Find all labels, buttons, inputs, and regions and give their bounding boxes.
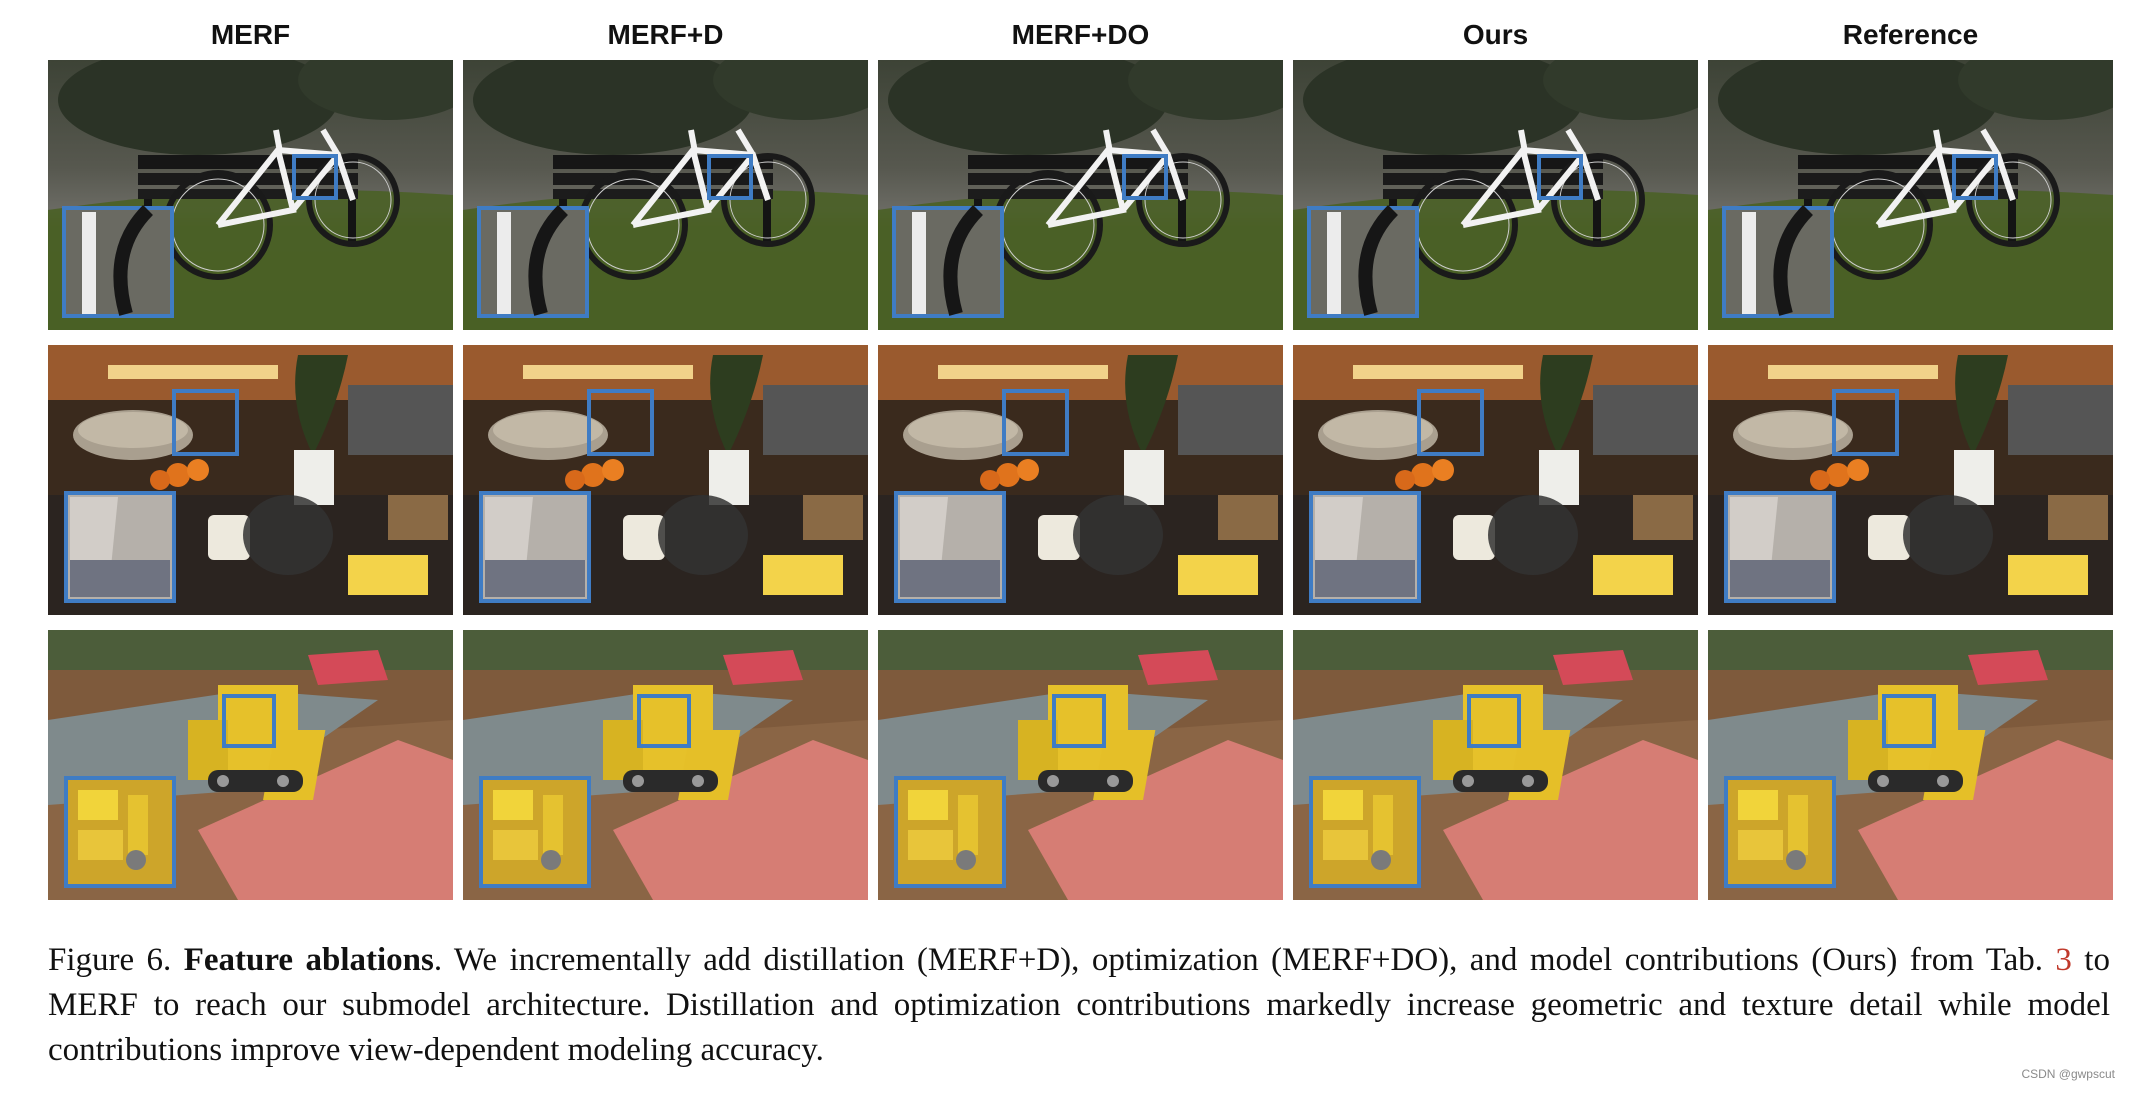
- scene-image-bicycle: [1293, 60, 1698, 330]
- tile-bicycle-merf: [48, 60, 453, 330]
- scene-image-bicycle: [1708, 60, 2113, 330]
- tile-kitchen-merf-do: [878, 345, 1283, 615]
- column-header-ours: Ours: [1462, 19, 1529, 50]
- tile-kitchen-reference: [1708, 345, 2113, 615]
- tile-bicycle-ours: [1293, 60, 1698, 330]
- tile-lego-ours: [1293, 630, 1698, 900]
- scene-image-lego: [878, 630, 1283, 900]
- figure-caption: Figure 6. Feature ablations. We incremen…: [48, 938, 2110, 1073]
- scene-image-lego: [463, 630, 868, 900]
- scene-image-bicycle: [48, 60, 453, 330]
- column-header-merf-d: MERF+D: [607, 19, 724, 50]
- scene-image-lego: [1293, 630, 1698, 900]
- scene-image-kitchen: [878, 345, 1283, 615]
- figure-label: Figure 6.: [48, 942, 172, 978]
- caption-bold-title: Feature ablations: [183, 942, 434, 978]
- scene-image-bicycle: [878, 60, 1283, 330]
- tile-kitchen-merf-d: [463, 345, 868, 615]
- scene-image-kitchen: [1293, 345, 1698, 615]
- watermark: CSDN @gwpscut: [2021, 1067, 2115, 1081]
- caption-text-after-ref: to MERF to reach our submodel architectu…: [48, 942, 2110, 1068]
- tile-lego-merf-do: [878, 630, 1283, 900]
- tile-lego-merf: [48, 630, 453, 900]
- tile-kitchen-merf: [48, 345, 453, 615]
- scene-image-bicycle: [463, 60, 868, 330]
- column-header-merf-do: MERF+DO: [1011, 19, 1150, 50]
- scene-image-kitchen: [463, 345, 868, 615]
- tile-lego-reference: [1708, 630, 2113, 900]
- tile-lego-merf-d: [463, 630, 868, 900]
- caption-text-before-ref: . We incrementally add distillation (MER…: [433, 942, 2056, 978]
- table-reference-link[interactable]: 3: [2055, 942, 2072, 978]
- tile-bicycle-merf-d: [463, 60, 868, 330]
- column-header-merf: MERF: [210, 19, 291, 50]
- column-header-reference: Reference: [1842, 19, 1979, 50]
- tile-bicycle-reference: [1708, 60, 2113, 330]
- scene-image-lego: [1708, 630, 2113, 900]
- tile-kitchen-ours: [1293, 345, 1698, 615]
- scene-image-kitchen: [1708, 345, 2113, 615]
- scene-image-lego: [48, 630, 453, 900]
- scene-image-kitchen: [48, 345, 453, 615]
- tile-bicycle-merf-do: [878, 60, 1283, 330]
